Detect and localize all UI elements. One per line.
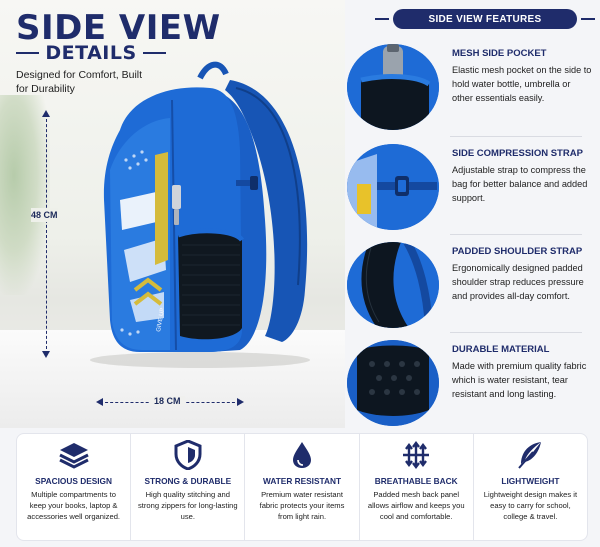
shield-icon [174,440,202,470]
feather-icon [518,442,542,469]
benefit-spacious-design: SPACIOUS DESIGN Multiple compartments to… [17,434,132,540]
benefit-title: LIGHTWEIGHT [501,476,560,486]
feature-title: SIDE COMPRESSION STRAP [452,148,583,159]
benefit-description: Multiple compartments to keep your books… [27,490,121,521]
benefit-description: Lightweight design makes it easy to carr… [483,490,578,521]
header-rule-right [581,18,595,20]
shoulder-strap-thumbnail [347,242,439,328]
feature-description: Made with premium quality fabric which i… [452,361,587,399]
page-title: SIDE VIEW [16,8,221,48]
height-label: 48 CM [31,208,58,222]
width-label: 18 CM [150,396,185,406]
hero-section: SIDE VIEW DETAILS Designed for Comfort, … [0,0,345,428]
print-text: GIVE UP [156,307,166,332]
feature-padded-shoulder-strap: PADDED SHOULDER STRAP Ergonomically desi… [345,238,600,332]
benefit-lightweight: LIGHTWEIGHT Lightweight design makes it … [474,434,587,540]
height-dimension-line [42,110,50,358]
arrow-up-icon [42,110,50,117]
compression-strap-thumbnail [347,144,439,230]
feature-title: MESH SIDE POCKET [452,48,547,59]
feature-description: Adjustable strap to compress the bag for… [452,165,588,203]
benefit-strong-durable: STRONG & DURABLE High quality stitching … [131,434,246,540]
subtitle-rule-left [16,52,40,54]
water-drop-icon [293,442,311,468]
layers-icon [58,443,89,469]
arrow-left-icon [96,398,103,406]
feature-title: DURABLE MATERIAL [452,344,550,355]
feature-divider [450,234,582,235]
features-header-pill: SIDE VIEW FEATURES [393,9,577,29]
background-plant [0,95,50,295]
airflow-arrows-icon [403,441,430,469]
benefit-description: Padded mesh back panel allows airflow an… [367,490,465,521]
arrow-down-icon [42,351,50,358]
benefit-title: SPACIOUS DESIGN [35,476,113,486]
feature-durable-material: DURABLE MATERIAL Made with premium quali… [345,336,600,430]
benefits-strip: SPACIOUS DESIGN Multiple compartments to… [16,433,588,541]
feature-divider [450,136,582,137]
benefit-title: BREATHABLE BACK [374,476,458,486]
subtitle-rule-right [142,52,166,54]
benefit-description: Premium water resistant fabric protects … [259,490,345,521]
benefit-description: High quality stitching and strong zipper… [137,490,238,521]
tagline: Designed for Comfort, Built for Durabili… [16,69,143,95]
benefit-title: STRONG & DURABLE [144,476,232,486]
feature-mesh-side-pocket: MESH SIDE POCKET Elastic mesh pocket on … [345,40,600,134]
feature-title: PADDED SHOULDER STRAP [452,246,583,257]
benefit-title: WATER RESISTANT [262,476,342,486]
benefit-water-resistant: WATER RESISTANT Premium water resistant … [245,434,360,540]
arrow-right-icon [237,398,244,406]
benefit-breathable-back: BREATHABLE BACK Padded mesh back panel a… [360,434,474,540]
backpack-image: GIVE UP [90,61,310,368]
feature-divider [450,332,582,333]
mesh-pocket-thumbnail [347,44,439,130]
durable-material-thumbnail [347,340,439,426]
feature-side-compression-strap: SIDE COMPRESSION STRAP Adjustable strap … [345,140,600,234]
feature-description: Ergonomically designed padded shoulder s… [452,263,584,301]
subtitle-row: DETAILS [16,42,166,64]
page-subtitle: DETAILS [45,42,137,64]
features-header: SIDE VIEW FEATURES [375,8,595,30]
header-rule-left [375,18,389,20]
feature-description: Elastic mesh pocket on the side to hold … [452,65,592,103]
